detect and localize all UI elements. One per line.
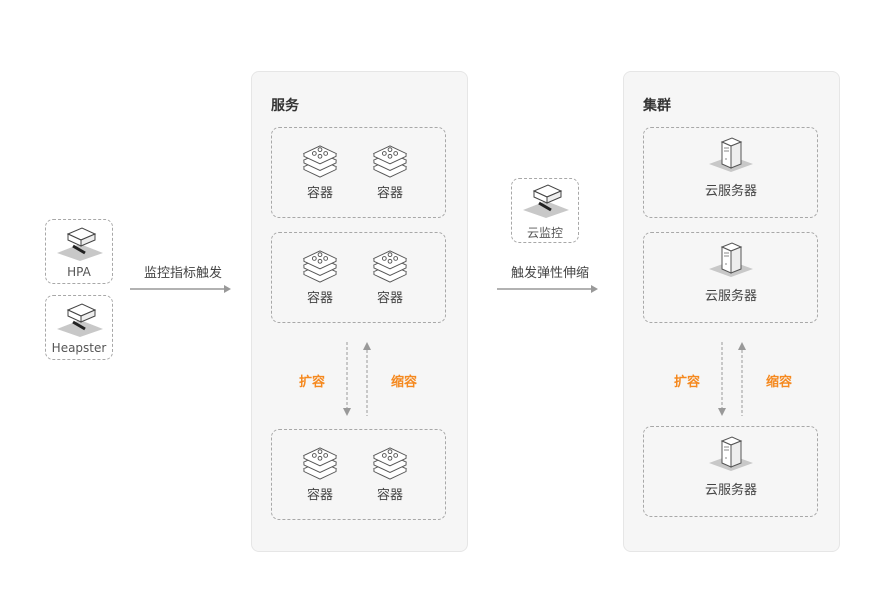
container-label: 容器 <box>306 488 333 503</box>
service-scale-in-label: 缩容 <box>391 375 418 390</box>
container-label: 容器 <box>306 291 333 306</box>
server-label: 云服务器 <box>704 289 757 304</box>
service-scale-out-label: 扩容 <box>299 375 326 390</box>
service-panel: 服务 <box>251 71 468 552</box>
arrow1-label: 监控指标触发 <box>143 266 222 281</box>
container-item: 容器 <box>290 446 350 503</box>
container-label: 容器 <box>306 186 333 201</box>
container-group: 容器 容器 <box>271 429 446 520</box>
container-item: 容器 <box>360 446 420 503</box>
container-group: 容器 容器 <box>271 127 446 218</box>
container-item: 容器 <box>290 144 350 201</box>
cloud-monitor-label: 云监控 <box>526 226 563 240</box>
cloud-monitor-icon <box>521 183 571 219</box>
container-label: 容器 <box>376 291 403 306</box>
arrow-right-icon <box>497 285 598 293</box>
cloud-server-icon <box>708 433 754 473</box>
container-stack-icon <box>301 144 339 178</box>
container-item: 容器 <box>360 144 420 201</box>
hpa-label: HPA <box>67 265 91 279</box>
server-item: 云服务器 <box>691 433 771 498</box>
container-group: 容器 容器 <box>271 232 446 323</box>
cluster-title: 集群 <box>643 98 671 114</box>
container-label: 容器 <box>376 488 403 503</box>
heapster-node: Heapster <box>45 295 113 360</box>
container-stack-icon <box>301 249 339 283</box>
container-stack-icon <box>371 446 409 480</box>
container-stack-icon <box>371 144 409 178</box>
scale-arrows <box>718 342 746 416</box>
cluster-scale-in-label: 缩容 <box>766 375 793 390</box>
server-label: 云服务器 <box>704 483 757 498</box>
heapster-box-icon <box>55 302 105 338</box>
server-group: 云服务器 <box>643 232 818 323</box>
container-label: 容器 <box>376 186 403 201</box>
container-item: 容器 <box>360 249 420 306</box>
arrow-right-icon <box>130 285 231 293</box>
service-title: 服务 <box>271 98 299 114</box>
cloud-server-icon <box>708 134 754 174</box>
cloud-monitor-node: 云监控 <box>511 178 579 243</box>
arrow2-label: 触发弹性伸缩 <box>510 266 589 281</box>
server-label: 云服务器 <box>704 184 757 199</box>
hpa-box-icon <box>55 226 105 262</box>
server-item: 云服务器 <box>691 134 771 199</box>
scale-arrows <box>343 342 371 416</box>
heapster-label: Heapster <box>51 341 107 355</box>
cluster-scale-out-label: 扩容 <box>674 375 701 390</box>
cloud-server-icon <box>708 239 754 279</box>
container-stack-icon <box>301 446 339 480</box>
server-group: 云服务器 <box>643 426 818 517</box>
server-group: 云服务器 <box>643 127 818 218</box>
hpa-node: HPA <box>45 219 113 284</box>
container-stack-icon <box>371 249 409 283</box>
container-item: 容器 <box>290 249 350 306</box>
server-item: 云服务器 <box>691 239 771 304</box>
